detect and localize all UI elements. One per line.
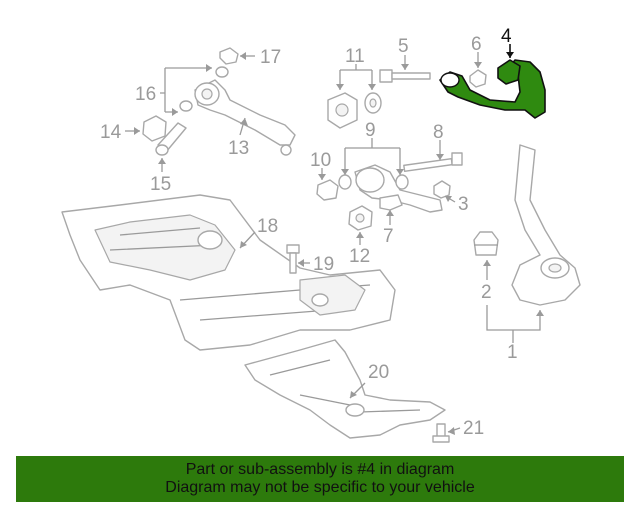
callout-11[interactable]: 11 xyxy=(345,46,365,67)
bolt-19-part xyxy=(286,244,300,274)
callout-21[interactable]: 21 xyxy=(463,418,484,439)
bolt-5-part xyxy=(379,69,431,83)
bushing-10-part xyxy=(316,179,339,201)
callout-20[interactable]: 20 xyxy=(368,362,389,383)
subframe-part xyxy=(61,194,396,351)
callout-19[interactable]: 19 xyxy=(313,254,334,275)
vehicle-fitment-banner: Part or sub-assembly is #4 in diagram Di… xyxy=(16,456,624,502)
callout-15[interactable]: 15 xyxy=(150,174,171,195)
bolt-21-part xyxy=(432,423,450,443)
callout-17[interactable]: 17 xyxy=(260,47,281,68)
callout-9[interactable]: 9 xyxy=(365,120,376,141)
small-parts-left xyxy=(142,47,239,156)
callout-6[interactable]: 6 xyxy=(471,34,482,55)
nut-3-part xyxy=(433,180,451,199)
callout-10[interactable]: 10 xyxy=(310,150,331,171)
parts-diagram: 1 2 3 4 5 6 7 8 9 10 11 12 13 14 15 16 1… xyxy=(61,26,581,443)
bushing-12-part xyxy=(348,205,373,231)
crossmember-part xyxy=(244,339,446,439)
ball-joint-part xyxy=(473,231,499,256)
callout-18[interactable]: 18 xyxy=(257,216,278,237)
arrowhead-4 xyxy=(506,52,514,58)
callout-3[interactable]: 3 xyxy=(458,194,469,215)
nut-6-part xyxy=(469,69,487,88)
bolt-8-part xyxy=(403,152,463,173)
callout-13[interactable]: 13 xyxy=(228,138,249,159)
callout-12[interactable]: 12 xyxy=(349,246,370,267)
bracket-7-part xyxy=(379,194,403,211)
bushings-11-part xyxy=(327,92,382,129)
callout-labels: 1 2 3 4 5 6 7 8 9 10 11 12 13 14 15 16 1… xyxy=(100,26,518,439)
banner-line-1: Part or sub-assembly is #4 in diagram xyxy=(185,461,455,478)
arrowheads xyxy=(134,52,544,435)
callout-4-highlighted[interactable]: 4 xyxy=(501,26,512,47)
callout-5[interactable]: 5 xyxy=(398,36,409,57)
callout-14[interactable]: 14 xyxy=(100,122,122,143)
callout-8[interactable]: 8 xyxy=(433,122,444,143)
steering-knuckle-part xyxy=(511,144,581,306)
callout-2[interactable]: 2 xyxy=(481,282,492,303)
banner-line-2: Diagram may not be specific to your vehi… xyxy=(165,479,475,496)
upper-control-arm-4-highlighted[interactable] xyxy=(439,59,546,119)
upper-arm-13-part xyxy=(194,79,296,156)
lower-arm-9-part xyxy=(338,164,443,213)
callout-1[interactable]: 1 xyxy=(507,342,518,363)
callout-16[interactable]: 16 xyxy=(135,84,156,105)
callout-7[interactable]: 7 xyxy=(383,226,394,247)
